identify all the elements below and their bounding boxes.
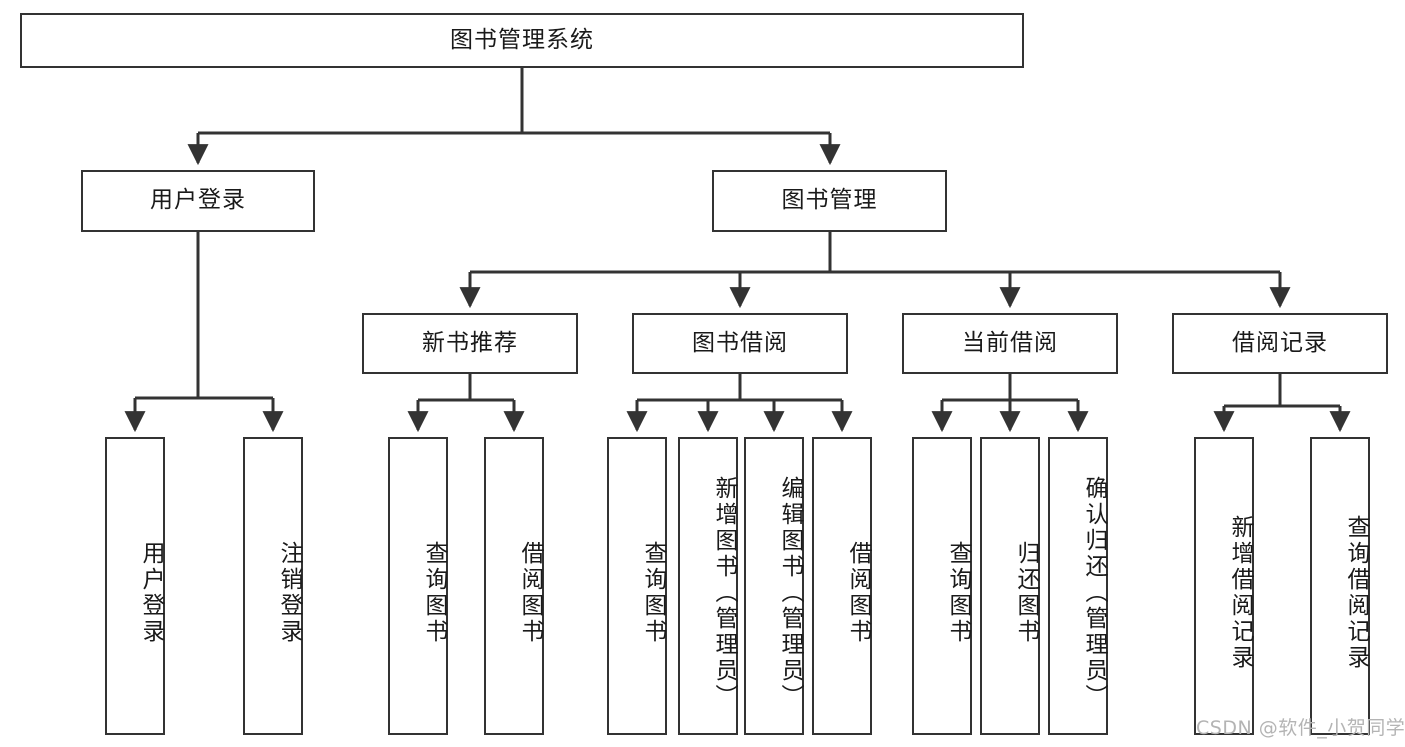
node-leaf-return-book[interactable]: 归还图书 [980, 437, 1040, 735]
node-current-borrow[interactable]: 当前借阅 [902, 313, 1118, 374]
node-leaf-user-login[interactable]: 用户登录 [105, 437, 165, 735]
node-leaf-logout[interactable]: 注销登录 [243, 437, 303, 735]
node-book-manage[interactable]: 图书管理 [712, 170, 947, 232]
node-root-label: 图书管理系统 [450, 26, 594, 53]
node-leaf-query-book-2[interactable]: 查询图书 [607, 437, 667, 735]
node-book-borrow[interactable]: 图书借阅 [632, 313, 848, 374]
node-leaf-query-book-1[interactable]: 查询图书 [388, 437, 448, 735]
node-book-manage-label: 图书管理 [781, 187, 878, 214]
node-new-book-recommend[interactable]: 新书推荐 [362, 313, 578, 374]
node-leaf-return-book-label: 归还图书 [1013, 541, 1039, 645]
watermark: CSDN @软件_小贺同学 [1196, 717, 1405, 739]
node-leaf-logout-label: 注销登录 [276, 541, 302, 645]
node-user-login-label: 用户登录 [150, 187, 246, 214]
node-new-book-recommend-label: 新书推荐 [422, 329, 518, 356]
node-leaf-add-book-label: 新增图书（管理员） [711, 476, 737, 710]
node-leaf-query-book-3[interactable]: 查询图书 [912, 437, 972, 735]
node-leaf-borrow-book-1-label: 借阅图书 [517, 541, 543, 645]
node-leaf-query-book-2-label: 查询图书 [640, 541, 666, 645]
node-leaf-confirm-return-label: 确认归还（管理员） [1081, 476, 1107, 710]
node-borrow-record-label: 借阅记录 [1232, 329, 1328, 356]
node-leaf-edit-book[interactable]: 编辑图书（管理员） [744, 437, 804, 735]
node-leaf-add-record[interactable]: 新增借阅记录 [1194, 437, 1254, 735]
node-leaf-borrow-book-2-label: 借阅图书 [845, 541, 871, 645]
node-leaf-edit-book-label: 编辑图书（管理员） [777, 476, 803, 710]
node-user-login[interactable]: 用户登录 [81, 170, 315, 232]
node-leaf-query-book-1-label: 查询图书 [421, 541, 447, 645]
node-root[interactable]: 图书管理系统 [20, 13, 1024, 68]
node-leaf-confirm-return[interactable]: 确认归还（管理员） [1048, 437, 1108, 735]
node-leaf-add-book[interactable]: 新增图书（管理员） [678, 437, 738, 735]
node-leaf-add-record-label: 新增借阅记录 [1227, 515, 1253, 671]
node-book-borrow-label: 图书借阅 [692, 329, 788, 356]
node-leaf-borrow-book-1[interactable]: 借阅图书 [484, 437, 544, 735]
node-leaf-query-record[interactable]: 查询借阅记录 [1310, 437, 1370, 735]
node-leaf-user-login-label: 用户登录 [138, 541, 164, 645]
node-leaf-query-record-label: 查询借阅记录 [1343, 515, 1369, 671]
node-borrow-record[interactable]: 借阅记录 [1172, 313, 1388, 374]
node-leaf-query-book-3-label: 查询图书 [945, 541, 971, 645]
node-leaf-borrow-book-2[interactable]: 借阅图书 [812, 437, 872, 735]
node-current-borrow-label: 当前借阅 [962, 329, 1058, 356]
